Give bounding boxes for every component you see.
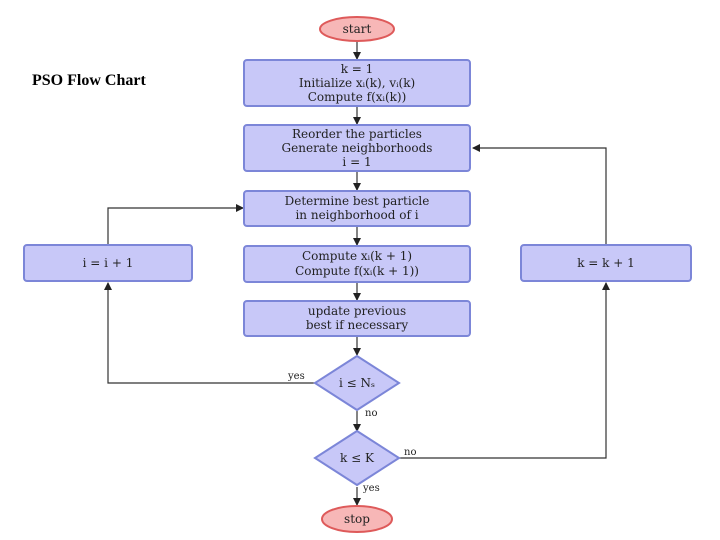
i-increment-label: i = i + 1 [83,256,134,270]
start-node: start [319,16,395,42]
stop-label: stop [344,512,370,526]
best-line-2: in neighborhood of i [295,208,418,222]
edge-i-inc-best [107,204,244,244]
page-title: PSO Flow Chart [32,72,146,89]
decision-i: i ≤ Nₛ [313,354,401,412]
init-line-2: Initialize xᵢ(k), vᵢ(k) [299,76,415,90]
compute-line-2: Compute f(xᵢ(k + 1)) [295,264,419,278]
label-dec-k-yes: yes [362,483,380,494]
update-box: update previous best if necessary [243,300,471,337]
start-label: start [343,22,372,36]
reorder-line-3: i = 1 [342,155,371,169]
i-increment-box: i = i + 1 [23,244,193,282]
edge-k-inc-reorder [472,144,607,244]
decision-k: k ≤ K [313,429,401,487]
update-line-1: update previous [308,304,406,318]
reorder-box: Reorder the particles Generate neighborh… [243,124,471,172]
compute-box: Compute xᵢ(k + 1) Compute f(xᵢ(k + 1)) [243,245,471,283]
k-increment-box: k = k + 1 [520,244,692,282]
edge-dec-i-yes [104,282,316,384]
decision-i-label: i ≤ Nₛ [339,376,375,390]
edge-dec-k-no [399,282,610,459]
label-dec-i-no: no [365,408,377,419]
best-line-1: Determine best particle [285,194,430,208]
decision-k-label: k ≤ K [340,451,375,465]
compute-line-1: Compute xᵢ(k + 1) [302,249,412,263]
label-dec-k-no: no [404,447,416,458]
label-dec-i-yes: yes [287,371,305,382]
stop-node: stop [321,505,393,533]
update-line-2: best if necessary [306,318,409,332]
init-line-1: k = 1 [341,62,374,76]
reorder-line-1: Reorder the particles [292,127,422,141]
k-increment-label: k = k + 1 [577,256,635,270]
connectors [104,41,610,506]
reorder-line-2: Generate neighborhoods [282,141,433,155]
init-box: k = 1 Initialize xᵢ(k), vᵢ(k) Compute f(… [243,59,471,107]
best-particle-box: Determine best particle in neighborhood … [243,190,471,227]
init-line-3: Compute f(xᵢ(k)) [308,90,407,104]
